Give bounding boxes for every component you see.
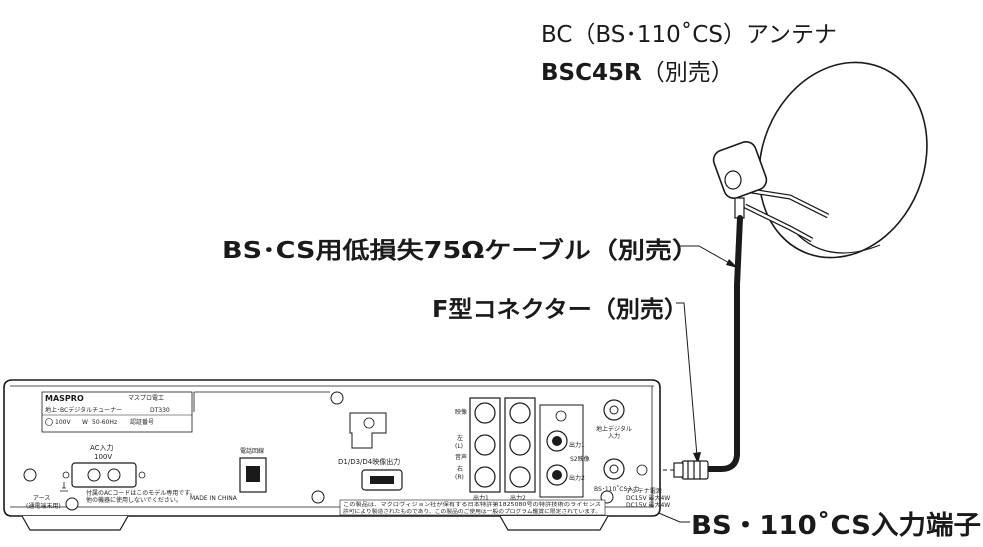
earth-screw — [65, 497, 79, 511]
antenna-model: BSC45R — [541, 60, 642, 86]
screw-right-edge — [636, 464, 648, 476]
f-connector-body — [681, 460, 709, 480]
rca-right-out1 — [474, 466, 496, 488]
cable-callout: BS･CS用低損失75Ωケーブル（別売） — [222, 237, 699, 264]
s-video-out2-label: 出力2 — [569, 474, 585, 482]
rating-frequency: 50-60Hz — [92, 419, 117, 426]
d-terminal-inner — [370, 476, 394, 484]
rca-right-out2 — [509, 466, 531, 488]
input-terminal-callout: BS・110˚CS入力端子 — [691, 510, 981, 541]
d-terminal — [361, 469, 403, 491]
ac-pin-left — [87, 468, 101, 482]
antenna-callout-line1: BC（BS･110˚CS）アンテナ — [541, 21, 837, 48]
ac-input-voltage: 100V — [94, 453, 112, 461]
foot-right — [499, 515, 609, 531]
license-notice-line2: 許可により製造されたものであり、この製品のご使用は一般のプログラム鑑賞に限定され… — [343, 508, 601, 515]
antenna-model-suffix: （別売） — [642, 60, 734, 86]
d-terminal-cover — [349, 412, 387, 449]
ac-screw-right — [138, 471, 146, 479]
s-video-screw — [555, 410, 567, 422]
foot-left — [21, 515, 129, 531]
rca-video-out2 — [509, 402, 531, 424]
lnb-feed — [724, 170, 742, 190]
vent-notch — [193, 391, 330, 412]
phone-jack-slot — [246, 466, 260, 482]
ac-note-line2: 他の機器に使用しないでください。 — [86, 496, 182, 504]
s-video-out2-core — [552, 470, 562, 480]
terrestrial-input-core — [609, 405, 619, 415]
d-cover-screw — [363, 417, 375, 429]
ant-power-spec1: DC15V 最大4W — [626, 494, 670, 502]
connector-leader — [676, 302, 698, 457]
tuner-rear-panel: MASPRO マスプロ電工 地上･BCデジタルチューナー DT330 100V … — [3, 379, 670, 531]
ac-pin-right — [107, 468, 121, 482]
ant-power-spec2: DC15V 最大4W — [626, 501, 670, 509]
audio-label: 音声 — [455, 453, 467, 461]
lnb-f-connector — [734, 197, 745, 219]
terrestrial-input-label: 地上デジタル — [596, 425, 632, 433]
left-sublabel: (L) — [455, 443, 463, 450]
d-cover-plate — [349, 412, 387, 449]
rating-power: W — [82, 419, 88, 426]
ac-note-line1: 付属のACコードはこのモデル専用です。 — [86, 489, 196, 497]
f-connector-nut — [673, 462, 684, 478]
brand-logo: MASPRO — [45, 394, 84, 403]
screw-top-center — [330, 391, 344, 405]
rating-voltage: 100V — [55, 419, 71, 426]
bs-cs-input-label: BS･110˚CS入力 — [594, 485, 639, 493]
rca-video-out1 — [474, 402, 496, 424]
bs-antenna — [712, 61, 928, 259]
right-sublabel: (R) — [455, 474, 464, 481]
phone-jack — [239, 457, 267, 493]
ac-inlet — [62, 462, 146, 488]
model-number: DT330 — [150, 407, 170, 414]
antenna-arm-lower-inner — [744, 204, 813, 242]
earth-sublabel: (通電端末用) — [26, 502, 61, 510]
earth-label: アース — [33, 495, 50, 502]
antenna-arm-upper-inner — [744, 188, 829, 218]
av-out2-label: 出力2 — [510, 494, 526, 502]
ac-screw-left — [62, 471, 70, 479]
terrestrial-input-sublabel: 入力 — [608, 432, 620, 440]
bs-cs-input-core — [609, 464, 619, 474]
cert-number-label: 認証番号 — [130, 418, 154, 426]
ac-inlet-body — [71, 462, 137, 488]
earth-symbol-icon — [60, 482, 68, 492]
left-label: 左 — [457, 434, 463, 442]
rca-left-out2 — [509, 434, 531, 456]
made-in-label: MADE IN CHINA — [190, 495, 238, 502]
ac-input-label: AC入力 — [90, 443, 114, 452]
s-video-label: S2映像 — [570, 455, 590, 463]
video-label: 映像 — [455, 408, 467, 416]
av-out1-label: 出力1 — [473, 494, 489, 502]
rca-left-out1 — [474, 434, 496, 456]
connector-arrowhead — [693, 452, 701, 464]
coax-cable — [705, 215, 743, 472]
d-output-label: D1/D3/D4映像出力 — [338, 457, 400, 466]
antenna-dish-rim — [797, 234, 881, 254]
product-name: 地上･BCデジタルチューナー — [45, 406, 122, 414]
screw-lower-center — [311, 490, 325, 504]
antenna-callout-line2: BSC45R（別売） — [541, 60, 734, 86]
ant-power-label: アンテナ電源 — [626, 487, 662, 495]
right-label: 右 — [457, 465, 463, 473]
rca-jack-block — [469, 397, 536, 493]
s-video-out1-core — [552, 436, 562, 446]
license-notice-line1: この製品は、マクロヴィジョン社が保有する日本特許第1825080号の特許技術のラ… — [343, 501, 601, 508]
phone-line-label: 電話回線 — [240, 447, 264, 455]
rating-label-box — [41, 391, 193, 433]
connector-callout: F型コネクター（別売） — [432, 296, 688, 323]
f-type-connector — [673, 460, 709, 480]
cable-leader — [678, 245, 732, 265]
rating-label: MASPRO マスプロ電工 地上･BCデジタルチューナー DT330 100V … — [41, 391, 193, 433]
maker-name: マスプロ電工 — [128, 395, 164, 402]
s-video-out1-label: 出力1 — [569, 441, 585, 449]
approval-mark — [45, 418, 53, 426]
screw-lower-left — [23, 468, 37, 482]
antenna-dish — [758, 61, 928, 259]
earth-terminal — [60, 482, 79, 511]
license-notice-box — [339, 499, 606, 516]
